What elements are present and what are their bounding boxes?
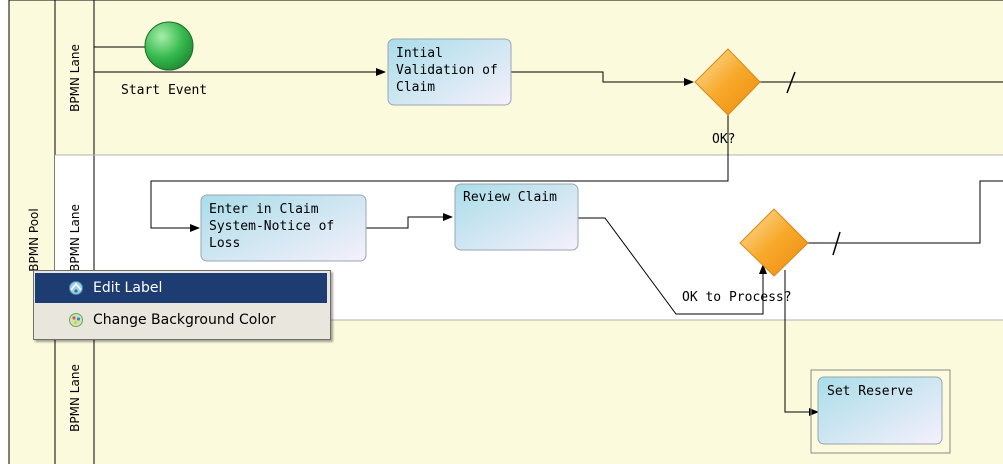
start-event-label[interactable]: Start Event [121,83,207,98]
task-review-claim-label: Review Claim [463,190,557,205]
default-flow-marker [832,231,841,256]
task-enter-in-claim-line-3: Loss [209,236,240,251]
task-initial-validation-line-2: Validation of [396,63,498,78]
lane-label-3[interactable]: BPMN Lane [68,364,82,432]
pool-header [8,0,56,464]
context-menu: Edit Label Change Background Color [33,270,331,340]
menu-item-change-background-color-text: Change Background Color [93,312,276,328]
flow-validation-to-ok-gateway[interactable] [511,71,694,86]
task-enter-in-claim-line-2: System-Notice of [209,219,334,234]
menu-item-edit-label-text: Edit Label [93,280,163,296]
palette-icon [69,313,83,327]
flow-review-to-process-gateway[interactable] [578,217,767,315]
flow-start-to-validation[interactable] [93,47,386,76]
menu-item-change-background-color[interactable]: Change Background Color [35,305,327,335]
label-icon [69,281,83,295]
pool-label[interactable]: BPMN Pool [27,208,41,271]
default-flow-marker [786,71,796,94]
task-initial-validation-line-3: Claim [396,80,435,95]
menu-item-edit-label[interactable]: Edit Label [35,273,327,303]
task-initial-validation[interactable] [387,38,512,106]
task-enter-in-claim-line-1: Enter in Claim [209,202,319,217]
start-event-circle[interactable] [144,21,194,71]
gateway-ok-to-process-label[interactable]: OK to Process? [682,290,792,305]
task-initial-validation-line-1: Intial [396,46,443,61]
gateway-ok-to-process[interactable] [739,208,809,277]
task-review-claim[interactable] [454,183,579,251]
flow-process-gateway-out[interactable] [808,180,1003,244]
gateway-ok-label[interactable]: OK? [712,132,735,147]
task-enter-in-claim[interactable] [200,194,367,262]
flow-process-gateway-to-reserve[interactable] [784,270,819,416]
flow-ok-to-enter-claim[interactable] [150,115,729,232]
flow-enter-to-review[interactable] [366,213,453,229]
lane-label-1[interactable]: BPMN Lane [68,44,82,112]
task-set-reserve-label: Set Reserve [827,384,913,399]
gateway-ok[interactable] [694,48,761,116]
task-set-reserve-selection [810,369,951,454]
task-set-reserve[interactable] [817,376,943,445]
lane-label-2[interactable]: BPMN Lane [68,204,82,272]
